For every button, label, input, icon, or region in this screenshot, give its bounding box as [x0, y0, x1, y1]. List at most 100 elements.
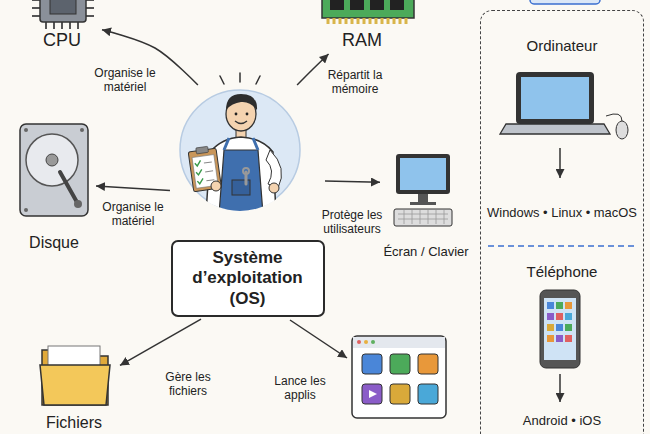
disk-node: Disque — [12, 118, 96, 254]
monitor-keyboard — [396, 154, 450, 194]
device-panel-art — [559, 374, 561, 402]
node-label: Écran / Clavier — [383, 244, 468, 262]
monitor-keyboard — [410, 202, 436, 205]
device-panel-art — [488, 0, 636, 402]
edge-label: Répartit la mémoire — [316, 68, 394, 97]
device-panel-art — [556, 324, 563, 331]
apps-window — [290, 320, 446, 418]
node-label: CPU — [43, 30, 81, 54]
cpu-chip — [40, 0, 86, 22]
node-label: Fichiers — [46, 413, 102, 434]
device-panel-art — [616, 121, 628, 139]
device-panel-art — [556, 302, 563, 309]
os-technician — [243, 168, 249, 174]
os-technician — [204, 162, 214, 181]
ram-stick — [390, 0, 404, 10]
ram-stick — [322, 0, 414, 18]
hard-drive — [26, 134, 78, 186]
connector-arrow — [102, 30, 198, 85]
ram-stick — [350, 0, 364, 10]
node-title: Système d’exploitation (OS) — [183, 248, 313, 309]
os-title-box: Système d’exploitation (OS) — [171, 240, 325, 317]
monitor-keyboard — [394, 209, 452, 226]
apps-window — [371, 340, 375, 344]
apps-window — [362, 384, 382, 404]
os-technician — [195, 160, 204, 184]
device-panel: OrdinateurWindows • Linux • macOSTélépho… — [480, 10, 644, 434]
os-technician — [188, 145, 222, 191]
ram-stick — [370, 0, 384, 10]
ram-stick — [330, 0, 344, 10]
os-technician — [246, 113, 249, 116]
apps-window — [418, 354, 438, 374]
device-panel-art — [565, 335, 572, 342]
connector-arrow — [96, 186, 170, 190]
apps-window — [390, 354, 410, 374]
apps-window — [290, 320, 347, 358]
apps-window — [369, 390, 377, 398]
hard-drive — [20, 124, 88, 216]
device-panel-art — [606, 114, 622, 121]
connector-layer — [96, 30, 380, 366]
hard-drive — [60, 172, 78, 204]
device-panel-art — [547, 335, 554, 342]
os-technician — [235, 121, 247, 124]
os-technician — [180, 73, 300, 214]
os-technician — [211, 181, 221, 191]
ram-stick — [322, 0, 414, 24]
cpu-chip — [32, 0, 94, 29]
files-node: Fichiers — [28, 336, 120, 434]
monitor-keyboard — [418, 194, 428, 202]
apps-window — [357, 340, 361, 344]
apps-window — [390, 384, 410, 404]
os-technician — [224, 138, 258, 150]
folder — [40, 365, 110, 405]
connector-arrow — [325, 181, 380, 182]
edge-label: Organise le matériel — [94, 200, 172, 229]
os-technician — [188, 148, 221, 192]
ram-stick — [328, 18, 406, 24]
os-list: Android • iOS — [523, 413, 601, 429]
device-panel-art — [544, 298, 576, 360]
device-panel-art — [530, 0, 600, 4]
monitor-keyboard — [398, 210, 448, 224]
hard-drive — [74, 200, 82, 208]
device-panel-art — [556, 313, 563, 320]
arrow-label: Lance les applis — [261, 374, 339, 403]
hard-drive — [80, 128, 84, 132]
os-list: Windows • Linux • macOS — [487, 205, 637, 221]
os-node: Système d’exploitation (OS) — [170, 85, 325, 319]
hard-drive — [24, 208, 28, 212]
device-panel-art — [559, 148, 561, 178]
node-label: Disque — [29, 233, 79, 254]
os-technician — [196, 146, 209, 154]
device-panel-art — [547, 313, 554, 320]
os-technician — [269, 183, 279, 193]
os-technician — [266, 150, 282, 188]
apps-window — [353, 337, 445, 348]
ram-node: RAM — [318, 0, 406, 54]
apps-window — [352, 336, 446, 418]
apps-window — [418, 384, 438, 404]
device-panel-art — [516, 72, 594, 124]
device-panel-art — [565, 313, 572, 320]
device-panel-art — [540, 290, 580, 368]
device-panel-art — [565, 302, 572, 309]
monitor-keyboard — [394, 154, 452, 226]
edge-label: Protège les utilisateurs — [313, 208, 391, 237]
os-technician — [220, 73, 260, 84]
hard-drive — [46, 154, 58, 166]
device-panel-art — [547, 302, 554, 309]
device-panel-art — [565, 324, 572, 331]
edge-label: Gère les fichiers — [149, 370, 227, 399]
cpu-node: CPU — [22, 0, 102, 54]
device-panel-art — [500, 124, 610, 134]
connector-arrow — [297, 54, 328, 85]
hard-drive — [24, 128, 28, 132]
device-panel-art — [521, 77, 589, 119]
device-panel-art — [556, 335, 563, 342]
cpu-chip — [50, 0, 76, 14]
monitor-keyboard — [400, 158, 446, 190]
hard-drive — [20, 124, 88, 216]
device-panel-art — [488, 245, 636, 247]
